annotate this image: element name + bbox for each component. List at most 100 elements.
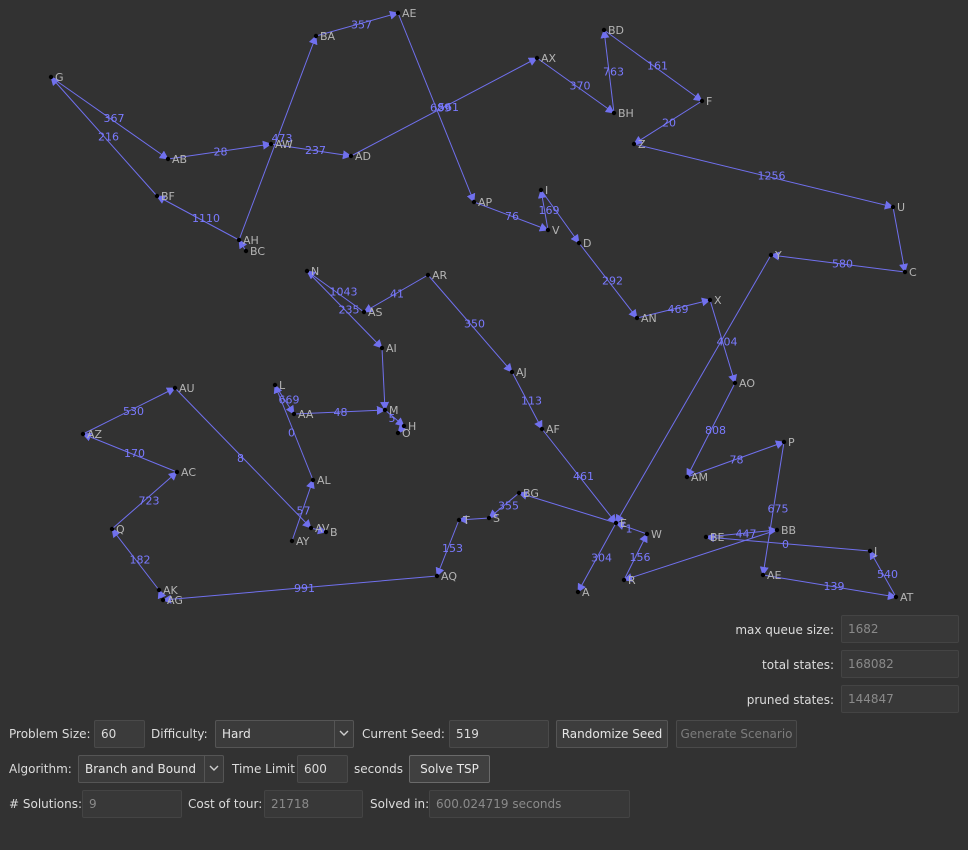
city-label: AI	[386, 342, 397, 355]
city-node	[732, 380, 738, 386]
max-queue-size-label: max queue size:	[735, 623, 834, 637]
cost-of-tour-field: 21718	[264, 790, 363, 818]
chevron-down-icon	[204, 756, 223, 782]
tour-edge	[636, 297, 711, 319]
edge-cost-label: 0	[288, 427, 295, 440]
city-node	[768, 252, 774, 258]
city-label: AZ	[87, 428, 103, 441]
city-node	[291, 411, 297, 417]
city-node	[621, 577, 627, 583]
city-node	[707, 297, 713, 303]
difficulty-select[interactable]: Hard	[215, 720, 354, 748]
edge-cost-label: 580	[832, 258, 853, 271]
city-node	[268, 141, 274, 147]
tour-edge	[518, 491, 617, 524]
chevron-down-icon	[334, 721, 353, 747]
edges-layer	[50, 10, 908, 604]
edge-cost-label: 355	[498, 500, 519, 513]
tour-edge	[709, 299, 737, 384]
city-node	[631, 141, 637, 147]
edge-cost-label: 182	[130, 554, 151, 567]
tour-edge	[770, 251, 906, 273]
city-label: O	[402, 427, 411, 440]
city-node	[781, 439, 787, 445]
tour-edge	[238, 35, 318, 241]
tour-edge	[50, 76, 158, 197]
city-node	[425, 272, 431, 278]
city-label: X	[714, 294, 722, 307]
tour-edge	[167, 140, 272, 160]
generate-scenario-button[interactable]: Generate Scenario	[676, 720, 797, 748]
city-node	[243, 248, 249, 254]
city-node	[634, 315, 640, 321]
city-node	[509, 369, 515, 375]
tour-edge	[473, 201, 549, 232]
city-label: Y	[774, 249, 782, 262]
algorithm-label: Algorithm:	[9, 762, 72, 776]
tour-edge	[615, 521, 648, 535]
algorithm-select[interactable]: Branch and Bound	[78, 755, 224, 783]
city-node	[313, 33, 319, 39]
city-label: M	[389, 404, 399, 417]
tour-edge	[536, 57, 615, 114]
problem-size-input[interactable]: 60	[94, 720, 145, 748]
solve-tsp-button[interactable]: Solve TSP	[409, 755, 490, 783]
city-node	[156, 587, 162, 593]
edge-cost-label: 530	[123, 405, 144, 418]
tour-edge	[293, 405, 386, 415]
edge-cost-label: 763	[603, 66, 624, 79]
city-node	[890, 204, 896, 210]
edge-cost-label: 675	[768, 503, 789, 516]
pruned-states-label: pruned states:	[746, 693, 834, 707]
time-limit-input[interactable]: 600	[297, 755, 348, 783]
tour-edge	[111, 528, 160, 591]
edge-cost-label: 1256	[758, 170, 786, 183]
city-node	[684, 474, 690, 480]
total-states-field: 168082	[841, 650, 959, 678]
edge-cost-label: 357	[351, 19, 372, 32]
city-label: AB	[172, 153, 187, 166]
city-label: AU	[179, 382, 195, 395]
randomize-seed-button[interactable]: Randomize Seed	[556, 720, 668, 748]
city-label: N	[311, 265, 319, 278]
edge-cost-label: 370	[570, 80, 591, 93]
city-node	[538, 187, 544, 193]
city-label: AG	[167, 594, 183, 607]
edge-cost-label: 469	[668, 303, 689, 316]
city-node	[613, 520, 619, 526]
city-node	[272, 382, 278, 388]
city-label: AK	[163, 584, 179, 597]
city-label: BG	[523, 487, 539, 500]
edge-cost-label: 669	[279, 394, 300, 407]
city-label: BC	[250, 245, 265, 258]
difficulty-label: Difficulty:	[151, 727, 208, 741]
city-label: AS	[368, 306, 383, 319]
city-node	[486, 515, 492, 521]
edge-cost-label: 76	[505, 210, 519, 223]
edge-cost-label: 8	[237, 452, 244, 465]
edge-cost-label: 0	[782, 538, 789, 551]
city-node	[893, 594, 899, 600]
city-node	[348, 153, 354, 159]
current-seed-input[interactable]: 519	[449, 720, 549, 748]
city-node	[323, 529, 329, 535]
city-label: BF	[161, 190, 175, 203]
city-label: E	[620, 517, 627, 530]
edge-cost-label: 1110	[192, 212, 220, 225]
edge-cost-label: 1	[626, 523, 633, 536]
city-node	[703, 534, 709, 540]
problem-size-label: Problem Size:	[9, 727, 91, 741]
city-node	[382, 407, 388, 413]
tour-edge	[541, 428, 617, 524]
city-node	[516, 490, 522, 496]
edge-cost-label: 41	[390, 288, 404, 301]
city-label: B	[330, 526, 338, 539]
tour-edge	[306, 270, 365, 313]
edge-cost-label: 1043	[330, 286, 358, 299]
tour-edge	[537, 189, 549, 231]
edge-cost-label: 404	[717, 336, 738, 349]
city-label: AW	[275, 138, 293, 151]
edge-cost-label: 689	[430, 102, 451, 115]
